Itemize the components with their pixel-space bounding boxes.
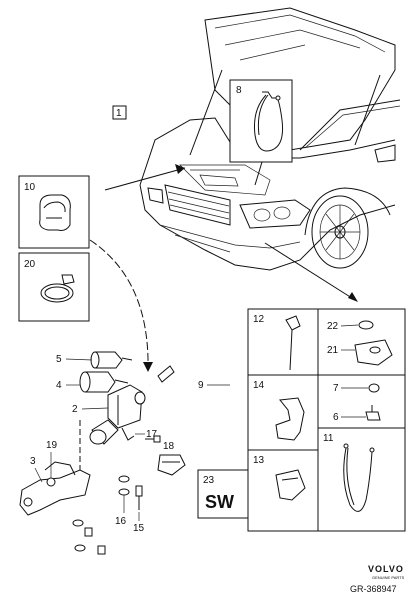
- arrow-to-engine: [104, 167, 186, 191]
- callout-6-label: 6: [333, 412, 339, 423]
- dashed-leader-10: [89, 239, 149, 371]
- callout-7-label: 7: [333, 383, 339, 394]
- leader-to-parts: [264, 242, 356, 301]
- arrow-head-engine: [175, 164, 185, 174]
- leader-5: [65, 358, 93, 361]
- callout-9-label: 9: [198, 380, 204, 391]
- inset-8: 8: [229, 79, 293, 163]
- callout-3-label: 3: [30, 456, 36, 467]
- inset-8-leader: [254, 161, 263, 186]
- brand-tagline: GENUINE PARTS: [372, 575, 405, 580]
- leader-2: [81, 407, 109, 410]
- callout-13-label: 13: [253, 455, 265, 466]
- leader-3: [34, 467, 43, 483]
- arrow-head-10: [143, 362, 153, 372]
- parts-grid: [197, 308, 406, 532]
- callout-8-label: 8: [236, 85, 242, 96]
- reference-code: GR-368947: [350, 584, 397, 594]
- callout-19-label: 19: [46, 440, 58, 451]
- callout-2-label: 2: [72, 404, 78, 415]
- brand-name: VOLVO: [368, 564, 404, 574]
- callout-14-label: 14: [253, 380, 265, 391]
- car-illustration: [139, 7, 401, 271]
- heater-assembly: [19, 343, 240, 555]
- inset-20: 20: [18, 252, 90, 322]
- callout-16-label: 16: [115, 516, 127, 527]
- callout-1-box: [112, 105, 127, 120]
- sw-label: SW: [205, 492, 234, 512]
- callout-10-label: 10: [24, 182, 36, 193]
- callout-1-label: 1: [116, 108, 122, 119]
- callout-20-label: 20: [24, 259, 36, 270]
- callout-12-label: 12: [253, 314, 265, 325]
- leader-22: [340, 324, 359, 327]
- inset-10: 10: [18, 175, 90, 249]
- callout-5-label: 5: [56, 354, 62, 365]
- callout-15-label: 15: [133, 523, 145, 534]
- callout-17-label: 17: [146, 429, 158, 440]
- callout-11-label: 11: [323, 433, 334, 444]
- callout-23-label: 23: [203, 475, 215, 486]
- callout-18-label: 18: [163, 441, 175, 452]
- arrow-head-parts: [348, 292, 358, 302]
- callout-21-label: 21: [327, 345, 339, 356]
- callout-4-label: 4: [56, 380, 62, 391]
- callout-22-label: 22: [327, 321, 339, 332]
